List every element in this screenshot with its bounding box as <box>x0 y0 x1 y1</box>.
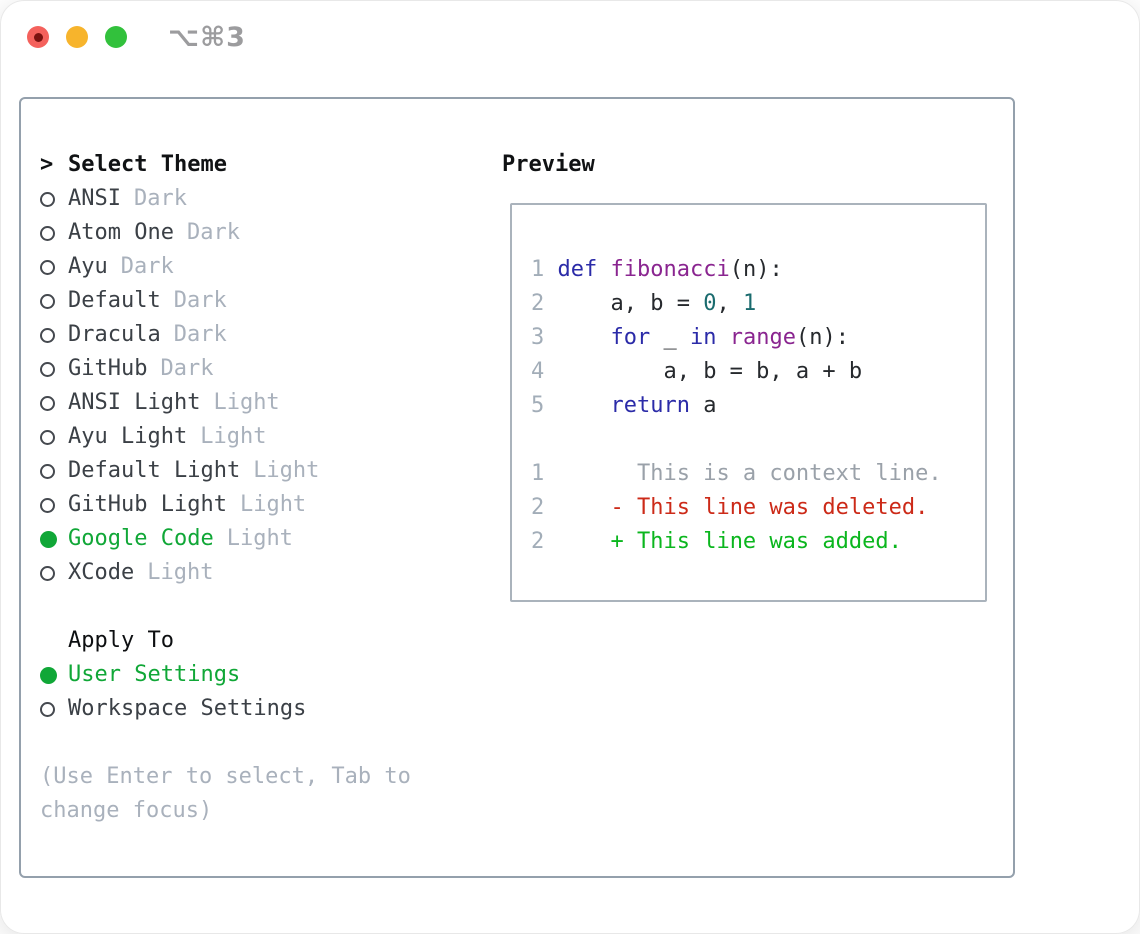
theme-name: XCode <box>68 560 135 585</box>
code-line: 1 def fibonacci(n): <box>531 257 783 282</box>
preview-box: 1 def fibonacci(n): 2 a, b = 0, 1 3 for _ … <box>510 203 987 602</box>
radio-icon <box>40 361 55 377</box>
radio-icon <box>40 497 55 513</box>
theme-name: Default Light <box>68 458 241 483</box>
radio-icon <box>40 327 55 343</box>
theme-option-dracula[interactable]: Dracula Dark <box>40 318 411 352</box>
theme-variant: Dark <box>173 288 227 313</box>
theme-variant: Light <box>213 390 280 415</box>
theme-option-atom-one[interactable]: Atom One Dark <box>40 216 411 250</box>
titlebar: ⌥⌘3 <box>0 0 1140 74</box>
radio-icon <box>40 701 55 717</box>
theme-option-github[interactable]: GitHub Dark <box>40 352 411 386</box>
apply-option-user-settings[interactable]: User Settings <box>40 658 411 692</box>
theme-option-default[interactable]: Default Dark <box>40 284 411 318</box>
theme-variant: Dark <box>160 356 214 381</box>
theme-variant: Light <box>239 492 307 517</box>
radio-icon <box>40 530 57 548</box>
apply-option-workspace-settings[interactable]: Workspace Settings <box>40 692 411 726</box>
theme-name: Ayu Light <box>68 424 188 449</box>
prompt-icon: > <box>40 152 54 177</box>
zoom-button[interactable] <box>105 26 127 48</box>
theme-variant: Dark <box>173 322 227 347</box>
theme-variant: Dark <box>186 220 240 245</box>
radio-icon <box>40 293 55 309</box>
theme-option-ansi-light[interactable]: ANSI Light Light <box>40 386 411 420</box>
theme-option-google-code[interactable]: Google Code Light <box>40 522 411 556</box>
theme-option-ansi[interactable]: ANSI Dark <box>40 182 411 216</box>
theme-variant: Dark <box>120 254 174 279</box>
theme-variant: Light <box>253 458 320 483</box>
theme-name: GitHub <box>68 356 148 381</box>
theme-option-ayu-light[interactable]: Ayu Light Light <box>40 420 411 454</box>
apply-to-title: Apply To <box>68 628 174 653</box>
code-line <box>531 423 985 457</box>
theme-option-xcode[interactable]: XCode Light <box>40 556 411 590</box>
theme-name: Default <box>68 288 161 313</box>
help-text-line-2: change focus) <box>40 798 213 823</box>
theme-name: GitHub Light <box>68 492 227 517</box>
radio-icon <box>40 259 55 275</box>
theme-variant: Light <box>226 526 293 551</box>
code-line: 4 a, b = b, a + b <box>531 359 863 384</box>
radio-icon <box>40 463 55 479</box>
theme-variant: Light <box>147 560 214 585</box>
code-line: 2 - This line was deleted. <box>531 495 929 520</box>
theme-name: ANSI <box>68 186 121 211</box>
code-line: 3 for _ in range(n): <box>531 325 849 350</box>
help-text-line-1: (Use Enter to select, Tab to <box>40 764 411 789</box>
minimize-button[interactable] <box>66 26 88 48</box>
theme-option-github-light[interactable]: GitHub Light Light <box>40 488 411 522</box>
apply-option-label: User Settings <box>68 662 241 687</box>
window-title: ⌥⌘3 <box>168 21 246 53</box>
code-line: 5 return a <box>531 393 717 418</box>
code-preview: 1 def fibonacci(n): 2 a, b = 0, 1 3 for _ … <box>512 205 985 559</box>
theme-variant: Dark <box>133 186 187 211</box>
radio-icon <box>40 225 55 241</box>
radio-icon <box>40 429 55 445</box>
radio-icon <box>40 395 55 411</box>
code-line: 2 a, b = 0, 1 <box>531 291 757 316</box>
close-button[interactable] <box>27 26 49 48</box>
code-line: 2 + This line was added. <box>531 529 902 554</box>
code-line: 1 This is a context line. <box>531 461 942 486</box>
theme-list-title: Select Theme <box>68 152 227 177</box>
radio-icon <box>40 191 55 207</box>
theme-option-ayu[interactable]: Ayu Dark <box>40 250 411 284</box>
theme-name: Ayu <box>68 254 108 279</box>
spacer <box>40 726 411 760</box>
theme-option-default-light[interactable]: Default Light Light <box>40 454 411 488</box>
apply-option-label: Workspace Settings <box>68 696 307 721</box>
theme-name: Dracula <box>68 322 161 347</box>
preview-title: Preview <box>502 152 595 177</box>
theme-list-header: > Select Theme <box>40 148 411 182</box>
theme-name: Atom One <box>68 220 174 245</box>
radio-icon <box>40 565 55 581</box>
radio-icon <box>40 666 57 684</box>
theme-variant: Light <box>200 424 267 449</box>
theme-name: Google Code <box>68 526 214 551</box>
theme-name: ANSI Light <box>68 390 201 415</box>
spacer <box>40 590 411 624</box>
